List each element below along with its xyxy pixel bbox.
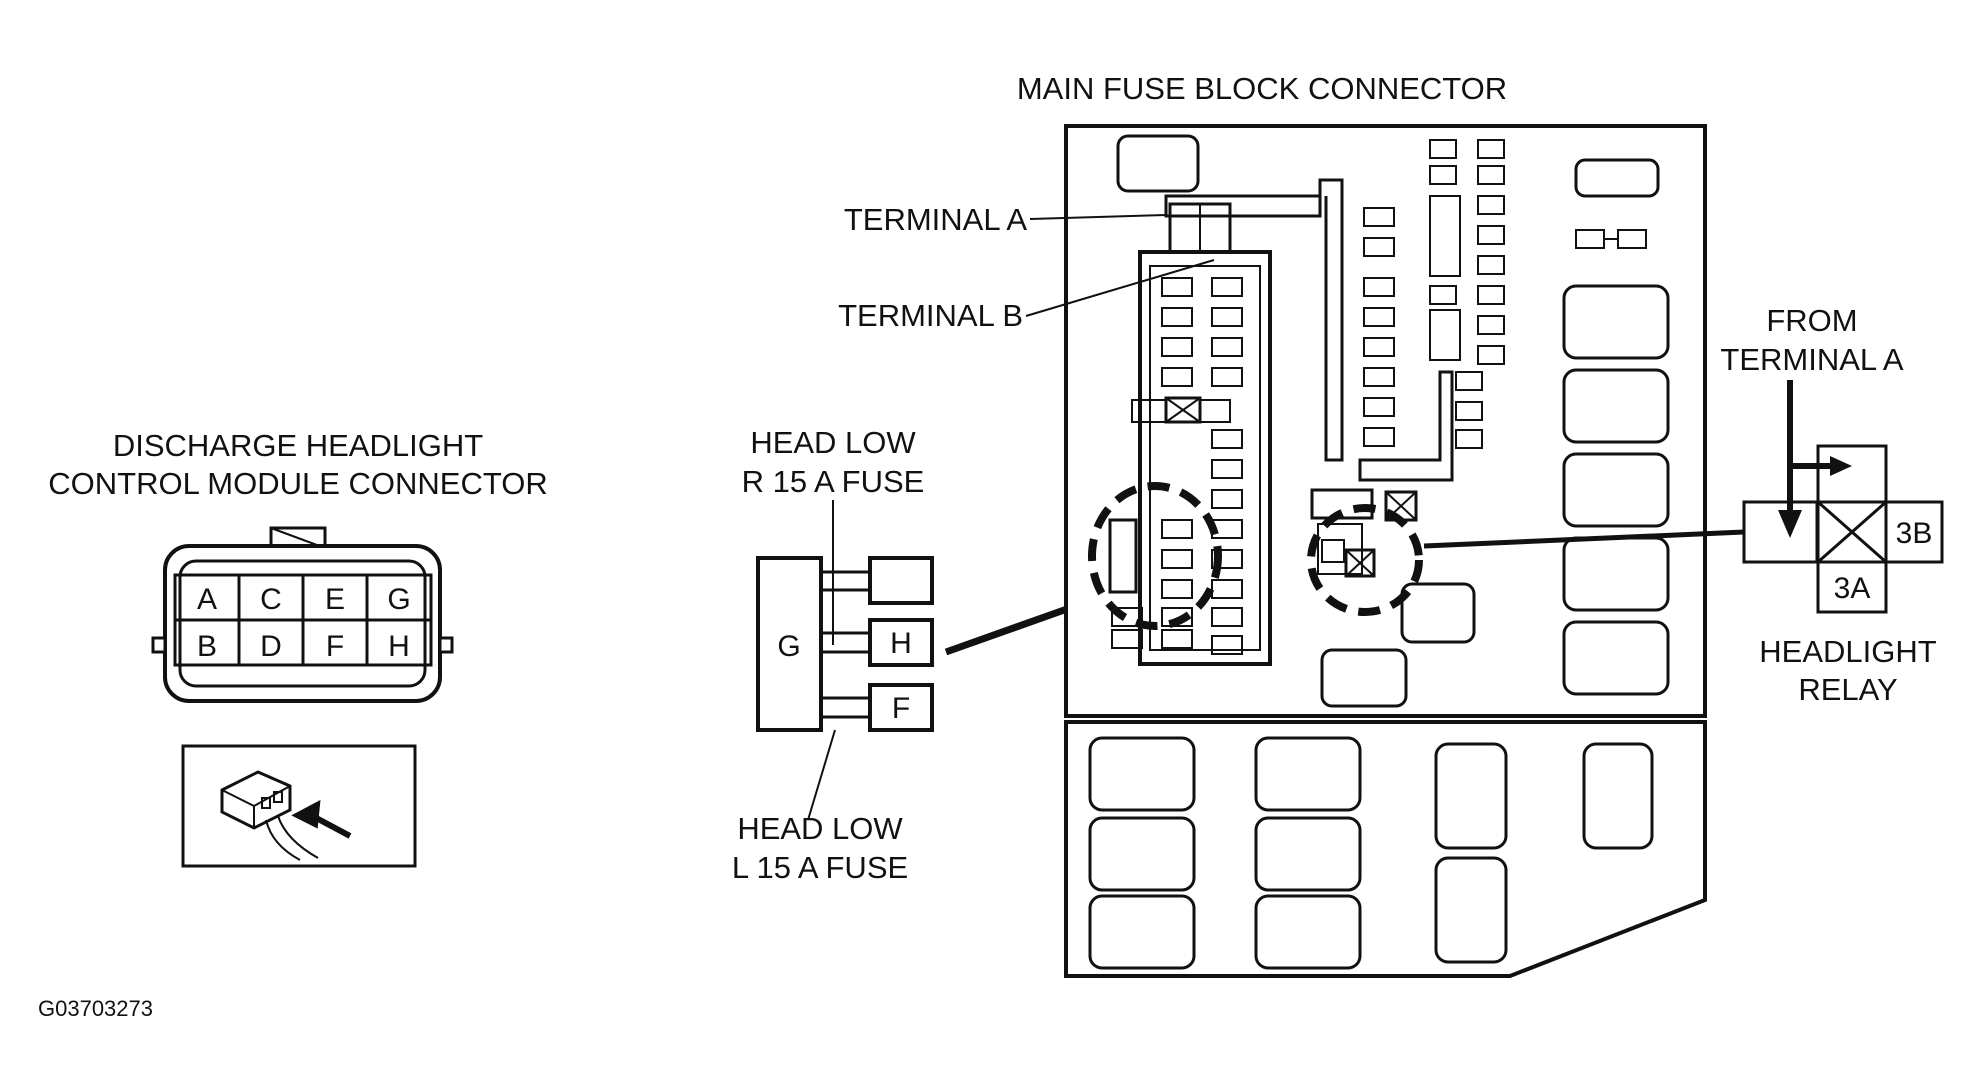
terminal-a-leader [1029, 214, 1167, 220]
from-terminal-line2: TERMINAL A [1720, 342, 1903, 377]
fuse-detail: G H F [756, 556, 934, 732]
terminal-a-label: TERMINAL A [844, 202, 1027, 237]
main-fuse-block-title: MAIN FUSE BLOCK CONNECTOR [1017, 71, 1507, 106]
head-low-l-label-line1: HEAD LOW [737, 811, 903, 846]
connector-pin-c: C [260, 583, 282, 616]
relay-highlight-circle [1307, 504, 1423, 616]
connector-pin-b: B [197, 630, 217, 663]
small-fuse-grid [1111, 139, 1505, 655]
fuse-pin-f: F [892, 692, 910, 725]
head-low-l-label-line2: L 15 A FUSE [732, 850, 908, 885]
head-low-l-leader [807, 729, 836, 821]
terminal-b-label: TERMINAL B [838, 298, 1023, 333]
connector-pin-g: G [387, 583, 410, 616]
relay-pin-3b: 3B [1896, 517, 1933, 550]
head-low-r-label-line1: HEAD LOW [750, 425, 916, 460]
relay-pointer-line [1423, 529, 1745, 549]
relay-pin-3a: 3A [1834, 572, 1871, 605]
from-terminal-line1: FROM [1766, 303, 1857, 338]
fuse-block-g: G [777, 630, 800, 663]
fuse-pin-h: H [890, 627, 912, 660]
module-connector: A C E G B D F H [151, 526, 454, 703]
module-title-line1: DISCHARGE HEADLIGHT [113, 428, 483, 463]
connector-pin-f: F [326, 630, 344, 663]
connector-pin-d: D [260, 630, 282, 663]
headlight-relay: 3B 3A [1742, 380, 1944, 614]
main-fuse-block [1064, 124, 1707, 978]
connector-pin-e: E [325, 583, 345, 616]
connector-pin-a: A [197, 583, 217, 616]
terminal-b-leader [1025, 259, 1215, 317]
relay-label-line2: RELAY [1798, 672, 1897, 707]
head-low-r-label-line2: R 15 A FUSE [742, 464, 925, 499]
figure-code: G03703273 [38, 996, 153, 1021]
connector-view-inset [181, 744, 417, 868]
connector-pin-h: H [388, 630, 410, 663]
module-title-line2: CONTROL MODULE CONNECTOR [48, 466, 547, 501]
fuse-highlight-circle [1088, 482, 1222, 630]
relay-label-line1: HEADLIGHT [1759, 634, 1936, 669]
